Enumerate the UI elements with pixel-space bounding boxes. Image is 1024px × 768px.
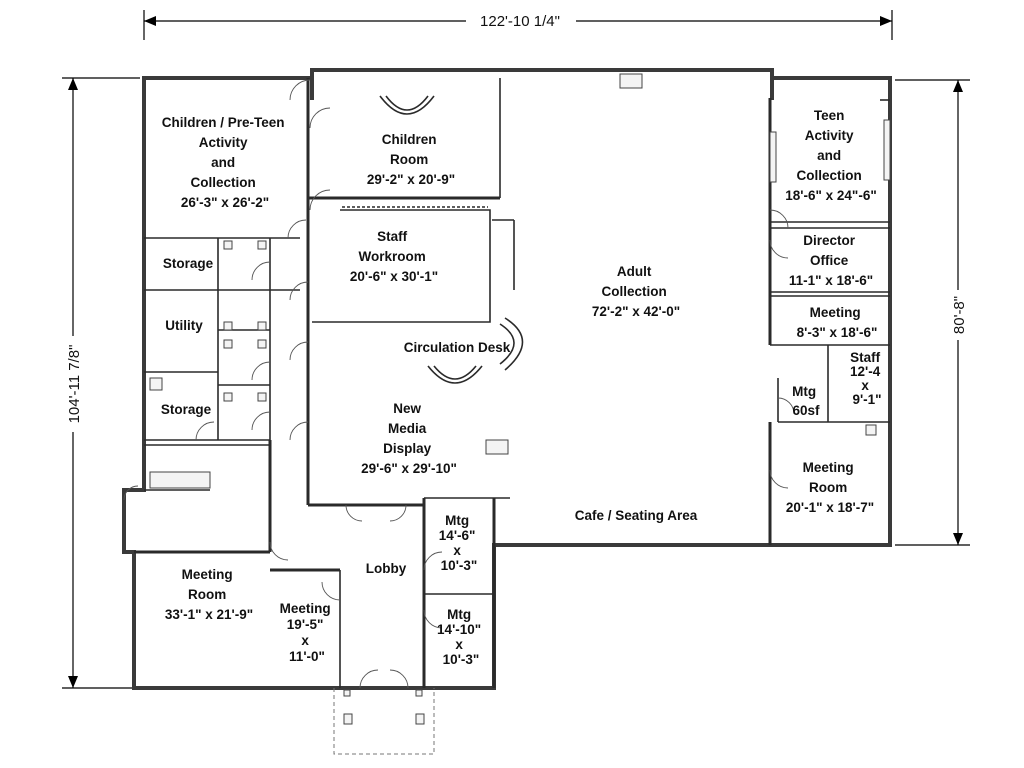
- room-label-director-office: Director Office 11-1" x 18'-6": [789, 233, 873, 288]
- dimension-overall-width: 122'-10 1/4": [480, 13, 560, 30]
- room-label-meeting-lobby: Meeting 19'-5" x 11'-0": [280, 601, 335, 664]
- room-label-teen: Teen Activity and Collection 18'-6" x 24…: [785, 108, 876, 203]
- room-label-staff-workroom: Staff Workroom 20'-6" x 30'-1": [350, 229, 438, 284]
- room-label-lobby: Lobby: [366, 561, 407, 576]
- room-label-children-preteen: Children / Pre-Teen Activity and Collect…: [162, 115, 289, 210]
- room-label-utility: Utility: [165, 318, 203, 333]
- room-label-children-room: Children Room 29'-2" x 20'-9": [367, 132, 455, 187]
- room-label-meeting-room-left: Meeting Room 33'-1" x 21'-9": [165, 567, 253, 622]
- fixtures: [149, 73, 891, 725]
- room-label-circulation-desk: Circulation Desk: [404, 340, 511, 355]
- room-label-adult-collection: Adult Collection 72'-2" x 42'-0": [592, 264, 680, 319]
- room-label-mtg-2: Mtg 14'-10" x 10'-3": [437, 607, 485, 667]
- room-label-mtg-60sf: Mtg 60sf: [792, 384, 820, 418]
- room-label-staff-small: Staff 12'-4 x 9'-1": [850, 350, 884, 407]
- dimension-right-height: 80'-8": [951, 296, 968, 334]
- room-label-cafe: Cafe / Seating Area: [575, 508, 698, 523]
- room-label-storage-1: Storage: [163, 256, 214, 271]
- exterior-walls: [122, 68, 892, 755]
- room-label-meeting-room-right: Meeting Room 20'-1" x 18'-7": [786, 460, 874, 515]
- room-label-storage-2: Storage: [161, 402, 212, 417]
- room-label-meeting-small: Meeting 8'-3" x 18'-6": [797, 305, 878, 340]
- doors: [123, 79, 795, 689]
- room-label-new-media: New Media Display 29'-6" x 29'-10": [361, 401, 457, 476]
- room-label-mtg-1: Mtg 14'-6" x 10'-3": [439, 513, 479, 573]
- interior-walls: [134, 78, 890, 688]
- room-labels: Children / Pre-Teen Activity and Collect…: [161, 108, 884, 667]
- dimension-overall-height: 104'-11 7/8": [66, 345, 83, 424]
